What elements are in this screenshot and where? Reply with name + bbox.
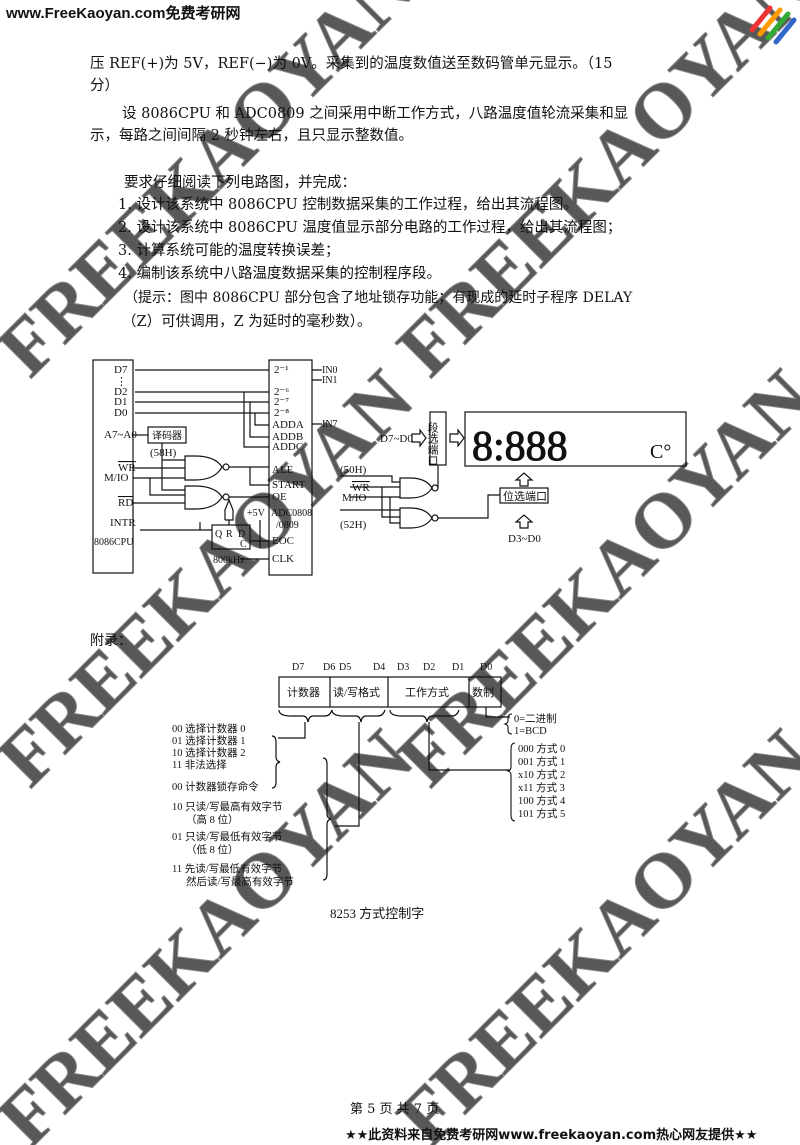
ff-pin: C [240, 539, 247, 550]
adc-pin: CLK [272, 553, 294, 565]
decoder-label: 译码器 [152, 430, 182, 442]
list-item: 1=BCD [514, 726, 547, 737]
adc-pin: EOC [272, 535, 294, 547]
cpu-pin-rd: RD [118, 497, 133, 509]
bit-label: D2 [423, 662, 435, 673]
ff-pin: D [238, 529, 245, 540]
page-number: 第 5 页 共 7 页 [350, 1102, 440, 1117]
list-item: 11 先读/写最低有效字节 [172, 862, 282, 875]
list-item: 00 计数器锁存命令 [172, 780, 259, 793]
bit-data-label: D3~D0 [508, 533, 541, 545]
adc-input: IN0 [322, 365, 338, 376]
body-line: 分） [90, 78, 119, 94]
list-item: 0=二进制 [514, 712, 557, 725]
adc-input: IN7 [322, 419, 338, 430]
dots: ⋮ [116, 376, 127, 388]
unit-label: C° [650, 441, 671, 463]
bit-label: D0 [480, 662, 492, 673]
cpu-pin-d2: D2 [114, 386, 127, 398]
diagram-caption: 8253 方式控制字 [330, 906, 424, 921]
mio-label: M/IO [342, 492, 367, 504]
clock-label: 800kHz [213, 555, 245, 566]
bit-label: D1 [452, 662, 464, 673]
cpu-pin-addr: A7~A0 [104, 429, 137, 441]
bit-label: D5 [339, 662, 351, 673]
adc-pin: 2⁻¹ [274, 364, 289, 376]
bit-label: D7 [292, 662, 304, 673]
list-item: 10 只读/写最高有效字节 [172, 800, 283, 813]
cpu-pin-d1: D1 [114, 396, 127, 408]
seven-seg-display: 8:888 [472, 424, 568, 470]
wr-label: WR [352, 482, 370, 494]
cpu-pin-d7: D7 [114, 364, 128, 376]
addr-52h: (52H) [340, 519, 367, 531]
list-item: 2. 设计该系统中 8086CPU 温度值显示部分电路的工作过程，给出其流程图； [118, 220, 622, 236]
adc-pin: OE [272, 491, 287, 503]
cpu-box [92, 359, 134, 574]
adc-pin: START [272, 479, 306, 491]
ff-pin: R [226, 529, 233, 540]
bit-label: D3 [397, 662, 409, 673]
bit-label: D6 [323, 662, 335, 673]
list-item: x10 方式 2 [518, 768, 565, 781]
adc-pin: ADDA [272, 419, 304, 431]
cpu-name: 8086CPU [94, 537, 134, 548]
adc-pin: 2⁻⁷ [274, 396, 289, 408]
addr-58h: (58H) [150, 447, 177, 459]
footer-banner[interactable]: ★★此资料来自免费考研网www.freekaoyan.com热心网友提供★★ [345, 1128, 758, 1143]
adc-pin: ADDC [272, 441, 303, 453]
site-header: www.FreeKaoyan.com免费考研网 [6, 5, 241, 22]
body-line: 压 REF(+)为 5V，REF(−)为 0V。采集到的温度数值送至数码管单元显… [90, 56, 613, 72]
field-radix: 数制 [472, 686, 494, 699]
list-item: 01 只读/写最低有效字节 [172, 830, 283, 843]
appendix-label: 附录： [90, 633, 132, 649]
bit-port-label: 位选端口 [503, 489, 547, 503]
bit-label: D4 [373, 662, 385, 673]
list-item: 01 选择计数器 1 [172, 734, 246, 747]
cpu-pin-d0: D0 [114, 407, 128, 419]
hint-line: （提示：图中 8086CPU 部分包含了地址锁存功能；有现成的延时子程序 DEL… [124, 290, 633, 306]
list-item: （低 8 位） [186, 843, 239, 856]
list-item: 00 选择计数器 0 [172, 722, 246, 735]
field-rw-format: 读/写格式 [333, 685, 380, 699]
data-in-label: D7~D0 [380, 433, 413, 445]
adc-pin: 2⁻⁸ [274, 407, 289, 419]
body-line: 示，每路之间间隔 2 秒钟左右，且只显示整数值。 [90, 128, 413, 144]
adc-pin: ADDB [272, 431, 303, 443]
seg-port-label: 段选端口 [426, 421, 439, 466]
field-counter: 计数器 [287, 686, 320, 699]
adc-circuit-diagram: D7 ⋮ D2 D1 D0 A7~A0 WR M/IO RD INTR 8086… [92, 359, 687, 576]
list-item: 10 选择计数器 2 [172, 746, 246, 759]
list-item: 11 非法选择 [172, 758, 227, 771]
display-box [464, 411, 687, 467]
control-word-diagram: D7 D6 D5 D4 D3 D2 D1 D0 计数器 读/写格式 工作方式 数… [172, 662, 566, 921]
list-item: 4. 编制该系统中八路温度数据采集的控制程序段。 [118, 266, 441, 282]
adc-pin: ALE [272, 464, 294, 476]
cpu-pin-intr: INTR [110, 517, 136, 529]
hint-line: （Z）可供调用，Z 为延时的毫秒数）。 [122, 314, 372, 330]
list-item: 000 方式 0 [518, 742, 565, 755]
cpu-pin-mio: M/IO [104, 472, 129, 484]
list-item: 101 方式 5 [518, 807, 565, 820]
list-item: 001 方式 1 [518, 755, 565, 768]
addr-50h: (50H) [340, 464, 367, 476]
list-item: 1. 设计该系统中 8086CPU 控制数据采集的工作过程，给出其流程图。 [118, 197, 578, 213]
field-mode: 工作方式 [405, 685, 449, 699]
list-item: 100 方式 4 [518, 794, 566, 807]
list-item: 然后读/写最高有效字节 [186, 875, 294, 888]
body-line: 要求仔细阅读下列电路图，并完成： [124, 175, 356, 191]
cpu-pin-wr: WR [118, 462, 136, 474]
adc-name: ADC0808 [271, 508, 312, 519]
body-line: 设 8086CPU 和 ADC0809 之间采用中断工作方式，八路温度值轮流采集… [122, 106, 629, 122]
adc-pin: 2⁻⁶ [274, 386, 289, 398]
adc-input: IN1 [322, 375, 338, 386]
list-item: 3. 计算系统可能的温度转换误差； [118, 243, 340, 259]
list-item: x11 方式 3 [518, 781, 565, 794]
list-item: （高 8 位） [186, 813, 239, 826]
adc-name: /0809 [276, 520, 299, 531]
ff-pin: Q [215, 529, 223, 540]
flipflop-box [211, 524, 251, 550]
vcc-label: +5V [247, 508, 266, 519]
